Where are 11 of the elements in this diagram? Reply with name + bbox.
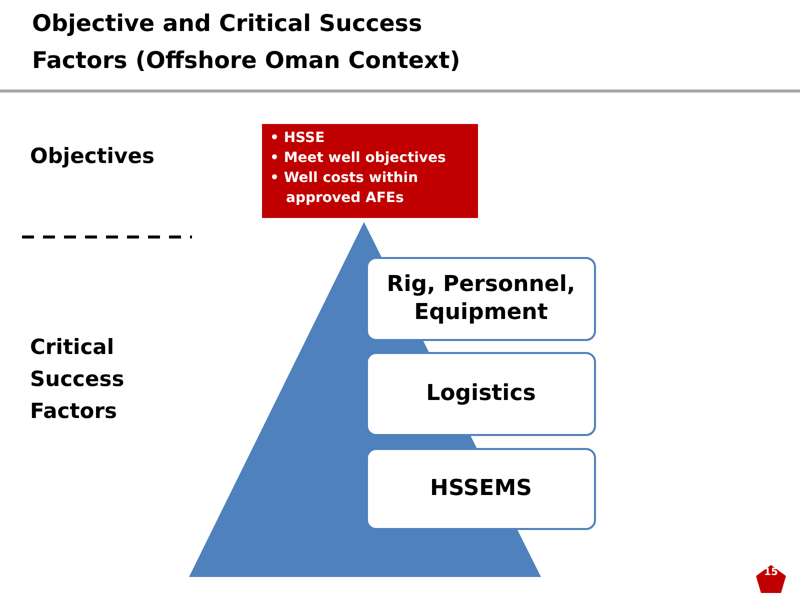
factor-box: Rig, Personnel, Equipment [366, 257, 596, 341]
factor-box: HSSEMS [366, 448, 596, 530]
bullet-item: • Meet well objectives [270, 149, 447, 168]
factor-box: Logistics [366, 352, 596, 436]
objectives-box [262, 124, 478, 218]
bullet-item: • Well costs within approved AFEs [270, 169, 420, 208]
slide-title: Objective and Critical Success Factors (Offshore Oman Context) [32, 10, 462, 76]
page-number: 15 [763, 567, 779, 578]
bullet-item: • HSSE [270, 129, 326, 148]
section-label: Objectives [30, 143, 156, 170]
section-label: Critical Success Factors [30, 334, 126, 425]
